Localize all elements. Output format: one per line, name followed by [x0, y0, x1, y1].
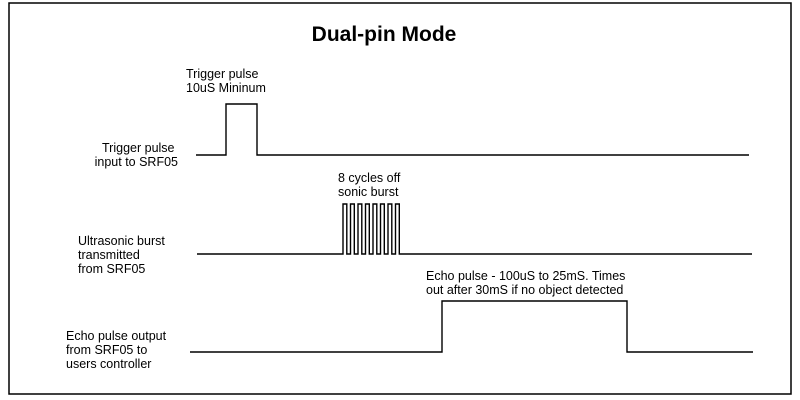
- trigger-signal-label-line: input to SRF05: [95, 155, 178, 169]
- burst-signal-row: Ultrasonic burst transmitted from SRF05 …: [78, 171, 752, 276]
- diagram-title: Dual-pin Mode: [312, 23, 457, 46]
- echo-signal-row: Echo pulse output from SRF05 to users co…: [66, 269, 753, 371]
- echo-pulse-annotation-line: Echo pulse - 100uS to 25mS. Times: [426, 269, 625, 283]
- burst-annotation-line: 8 cycles off: [338, 171, 401, 185]
- burst-annotation-line: sonic burst: [338, 185, 399, 199]
- burst-signal-label-line: from SRF05: [78, 262, 145, 276]
- trigger-signal-row: Trigger pulse input to SRF05 Trigger pul…: [95, 67, 749, 169]
- burst-waveform: [197, 203, 752, 255]
- echo-signal-label: Echo pulse output from SRF05 to users co…: [66, 329, 170, 371]
- burst-signal-label: Ultrasonic burst transmitted from SRF05: [78, 234, 168, 276]
- trigger-signal-label: Trigger pulse input to SRF05: [95, 141, 178, 169]
- diagram-frame: [8, 2, 792, 395]
- echo-pulse-waveform: [190, 300, 753, 353]
- burst-annotation: 8 cycles off sonic burst: [338, 171, 404, 199]
- burst-signal-label-line: Ultrasonic burst: [78, 234, 165, 248]
- trigger-pulse-waveform: [196, 103, 749, 156]
- trigger-signal-label-line: Trigger pulse: [102, 141, 175, 155]
- echo-signal-label-line: Echo pulse output: [66, 329, 167, 343]
- echo-pulse-annotation: Echo pulse - 100uS to 25mS. Times out af…: [426, 269, 629, 297]
- trigger-pulse-annotation: Trigger pulse 10uS Mininum: [186, 67, 266, 95]
- echo-signal-label-line: from SRF05 to: [66, 343, 147, 357]
- echo-signal-label-line: users controller: [66, 357, 151, 371]
- echo-pulse-annotation-line: out after 30mS if no object detected: [426, 283, 623, 297]
- trigger-pulse-annotation-line: Trigger pulse: [186, 67, 259, 81]
- burst-signal-label-line: transmitted: [78, 248, 140, 262]
- trigger-pulse-annotation-line: 10uS Mininum: [186, 81, 266, 95]
